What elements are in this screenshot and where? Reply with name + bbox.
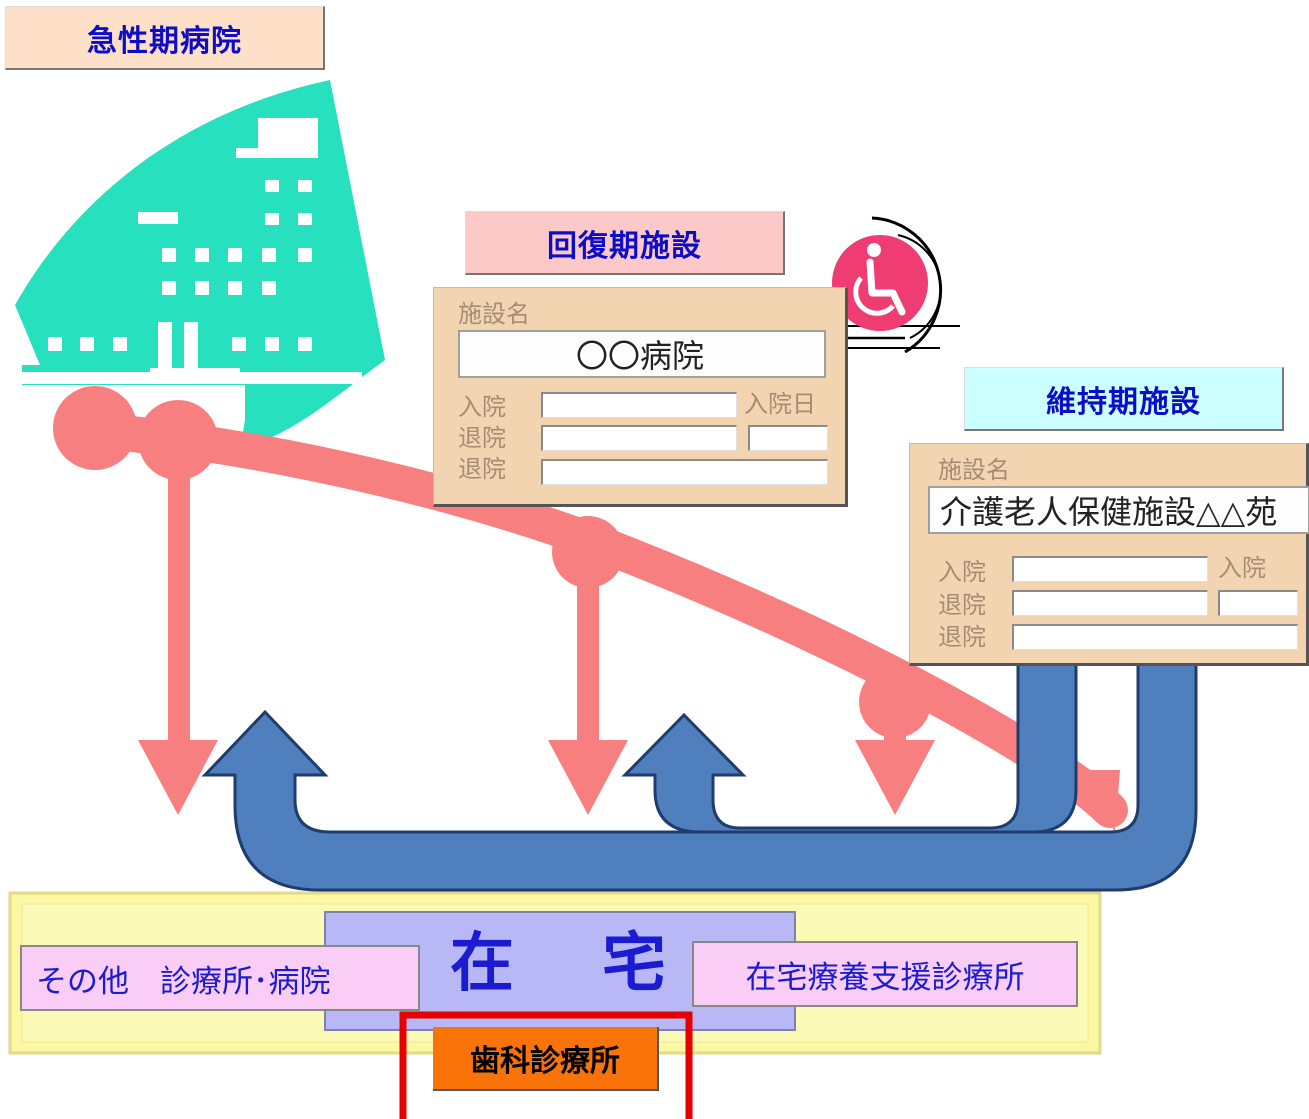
home-label-right: 宅 [602, 927, 666, 1001]
admit-label: 入院 [938, 558, 986, 586]
admit-field[interactable] [541, 392, 737, 418]
home-label-left: 在 [450, 927, 514, 1001]
facility-name-value: 介護老人保健施設△△苑 [940, 493, 1278, 531]
admit-date-label: 入院 [1218, 554, 1266, 582]
discharge-field-1[interactable] [541, 425, 737, 451]
dental-clinic-label: 歯科診療所 [470, 1044, 620, 1079]
hospital-building-icon [15, 80, 385, 450]
recovery-facility-label: 回復期施設 [465, 211, 785, 275]
recovery-facility-form: 施設名 〇〇病院 入院 退院 退院 入院日 [433, 287, 848, 507]
discharge-field-2[interactable] [1012, 624, 1298, 650]
discharge-label-1: 退院 [938, 591, 986, 619]
acute-hospital-label: 急性期病院 [5, 6, 325, 70]
discharge-field-2[interactable] [541, 459, 828, 485]
maintenance-facility-form: 施設名 介護老人保健施設△△苑 入院 退院 退院 入院 [909, 443, 1309, 666]
admit-field[interactable] [1012, 556, 1208, 582]
facility-name-value: 〇〇病院 [576, 337, 705, 375]
other-clinic-box: その他 診療所･病院 [20, 945, 420, 1011]
discharge-label-2: 退院 [938, 623, 986, 651]
discharge-date-field[interactable] [748, 425, 828, 451]
facility-name-label: 施設名 [938, 456, 1010, 484]
dental-clinic-box: 歯科診療所 [433, 1027, 659, 1091]
home-support-clinic-box: 在宅療養支援診療所 [692, 941, 1078, 1007]
facility-name-field[interactable]: 〇〇病院 [458, 330, 826, 378]
maintenance-facility-label: 維持期施設 [964, 367, 1284, 431]
facility-name-label: 施設名 [458, 300, 530, 328]
discharge-date-field[interactable] [1218, 590, 1298, 616]
facility-name-field[interactable]: 介護老人保健施設△△苑 [928, 486, 1309, 534]
discharge-label-1: 退院 [458, 424, 506, 452]
admit-date-label: 入院日 [744, 390, 816, 418]
home-support-clinic-label: 在宅療養支援診療所 [745, 959, 1025, 996]
other-clinic-label: その他 診療所･病院 [36, 963, 331, 1000]
admit-label: 入院 [458, 393, 506, 421]
dental-frame [399, 1011, 693, 1119]
discharge-label-2: 退院 [458, 455, 506, 483]
discharge-field-1[interactable] [1012, 590, 1208, 616]
blue-flow [201, 653, 1198, 892]
